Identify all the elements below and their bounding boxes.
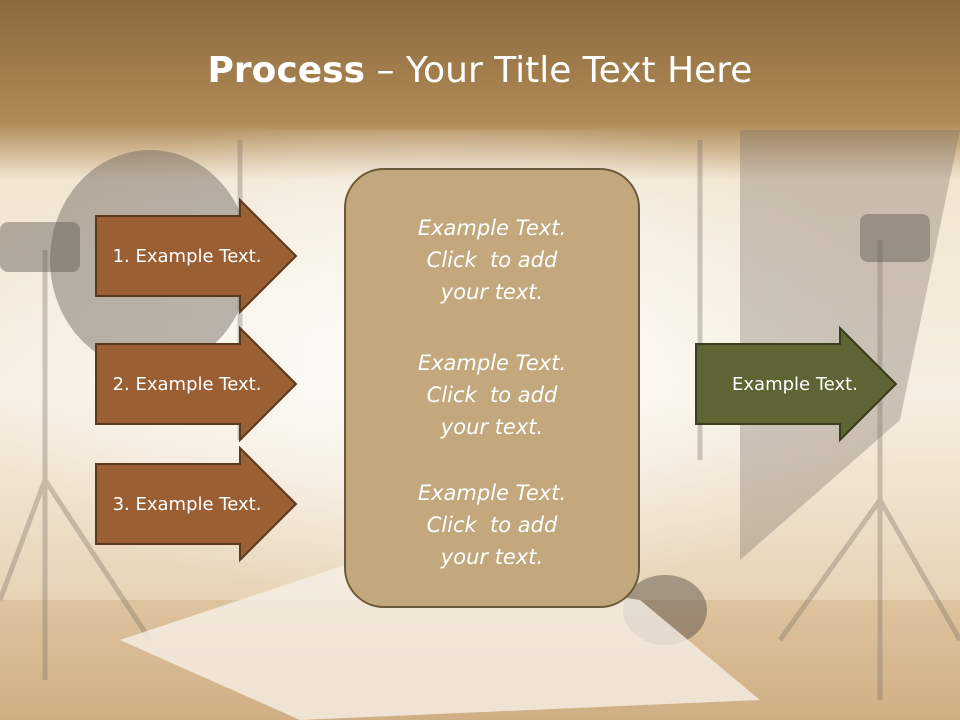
block-3-line-2: Click to add [426, 513, 558, 537]
title-bold-part: Process [207, 50, 366, 91]
block-2-line-3: your text. [440, 415, 544, 439]
center-text-box[interactable] [344, 168, 640, 608]
block-1-line-1: Example Text. [417, 216, 567, 240]
left-arrow-3-shape[interactable] [95, 445, 298, 563]
block-1-line-3: your text. [440, 280, 544, 304]
left-arrow-3-label: 3. Example Text. [112, 493, 262, 515]
block-2-line-2: Click to add [426, 383, 558, 407]
right-arrow-label: Example Text. [732, 373, 858, 395]
left-arrow-1-label: 1. Example Text. [112, 245, 262, 267]
center-text-block-1[interactable]: Example Text. Click to add your text. [344, 212, 640, 308]
block-3-line-1: Example Text. [417, 481, 567, 505]
left-arrow-1-shape[interactable] [95, 197, 298, 315]
right-arrow-shape[interactable] [695, 325, 898, 443]
center-text-block-3[interactable]: Example Text. Click to add your text. [344, 477, 640, 573]
block-1-line-2: Click to add [426, 248, 558, 272]
slide-title[interactable]: Process – Your Title Text Here [0, 50, 960, 91]
block-3-line-3: your text. [440, 545, 544, 569]
left-arrow-2-label: 2. Example Text. [112, 373, 262, 395]
center-text-block-2[interactable]: Example Text. Click to add your text. [344, 347, 640, 443]
left-arrow-2-shape[interactable] [95, 325, 298, 443]
title-dash: – [365, 50, 406, 91]
title-rest-part: Your Title Text Here [405, 50, 753, 91]
block-2-line-1: Example Text. [417, 351, 567, 375]
